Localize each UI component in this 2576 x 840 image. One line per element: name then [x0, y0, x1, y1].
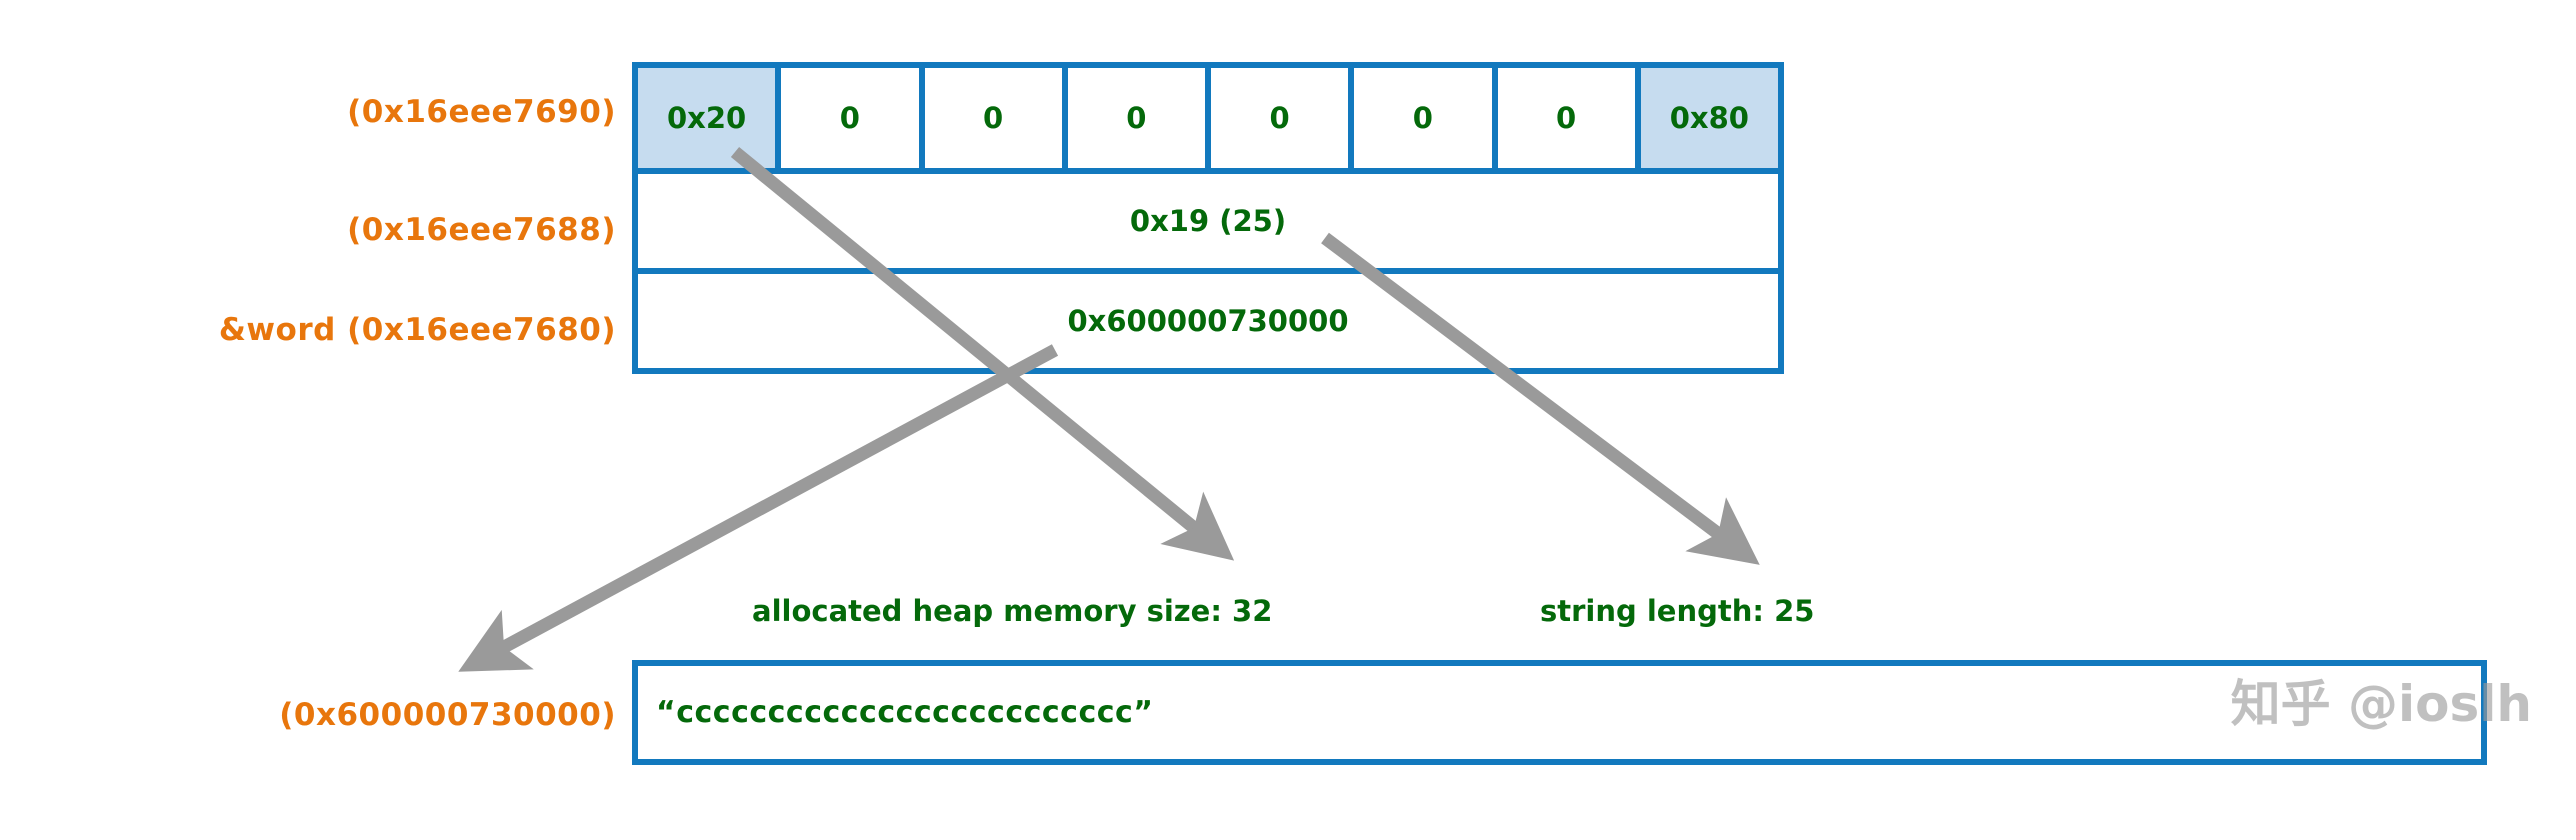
stack-byte-row: 0x20 0 0 0 0 0 0 0x80 [638, 68, 1778, 168]
byte-cell-5: 0 [1354, 68, 1498, 168]
byte-cell-0: 0x20 [638, 68, 782, 168]
byte-cell-2: 0 [924, 68, 1068, 168]
stack-count-row: 0x19 (25) [638, 168, 1778, 268]
stack-pointer-row: 0x600000730000 [638, 268, 1778, 368]
heap-string-value: “ccccccccccccccccccccccccc” [656, 695, 1154, 730]
heap-memory-box: “ccccccccccccccccccccccccc” [632, 660, 2487, 765]
byte-cell-6: 0 [1497, 68, 1641, 168]
stack-row-label-2: &word (0x16eee7680) [218, 312, 616, 348]
stack-row-label-0: (0x16eee7690) [347, 94, 616, 130]
byte-cell-3: 0 [1067, 68, 1211, 168]
byte-cell-4: 0 [1211, 68, 1355, 168]
annotation-heap-size: allocated heap memory size: 32 [752, 594, 1273, 628]
stack-row-label-1: (0x16eee7688) [347, 212, 616, 248]
stack-struct-box: 0x20 0 0 0 0 0 0 0x80 0x19 (25) 0x600000… [632, 62, 1784, 374]
byte-cell-1: 0 [781, 68, 925, 168]
heap-box-label: (0x600000730000) [279, 697, 616, 733]
byte-cell-7: 0x80 [1640, 68, 1778, 168]
annotation-string-length: string length: 25 [1540, 594, 1815, 628]
